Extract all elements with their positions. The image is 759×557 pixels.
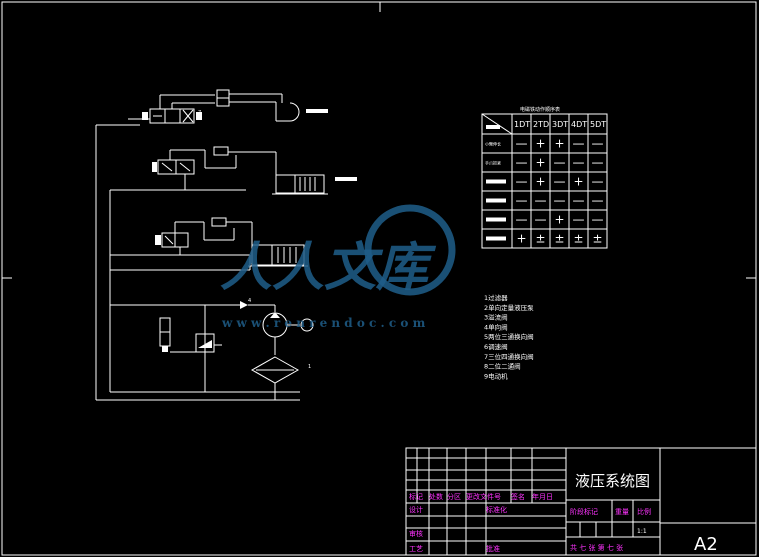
- hydraulic-cylinder-upper: [272, 174, 328, 195]
- scale-value: 1:1: [637, 528, 647, 535]
- table-cell: +: [554, 213, 564, 227]
- legend-item: 9电动机: [484, 371, 508, 380]
- label-count: 处数: [429, 492, 443, 501]
- table-header-cell: 1DT: [514, 120, 530, 129]
- legend-item: 1过滤器: [484, 293, 508, 302]
- watermark-url: w w w . r e n r e n d o c . c o m: [221, 316, 426, 330]
- legend-item: 3溢流阀: [484, 313, 508, 322]
- rotary-actuator-icon: [289, 102, 300, 122]
- table-cell: —: [573, 156, 585, 170]
- legend-item: 2单向定量液压泵: [484, 303, 534, 312]
- pump-icon: [262, 312, 314, 355]
- table-cell: +: [516, 232, 526, 246]
- table-cell: —: [516, 213, 528, 227]
- table-cell: +: [535, 137, 545, 151]
- table-header-cell: 3DT: [552, 120, 568, 129]
- directional-valve-middle: [152, 159, 195, 175]
- table-cell: —: [592, 194, 604, 208]
- watermark: 人人文库 w w w . r e n r e n d o c . c o m: [220, 204, 456, 330]
- table-cell: —: [554, 175, 566, 189]
- sheet-size: A2: [694, 534, 718, 555]
- table-row-label-mark: [486, 198, 506, 203]
- table-cell: —: [573, 213, 585, 227]
- table-cell: ±: [573, 232, 583, 246]
- legend-item: 5两位三通换向阀: [484, 332, 534, 341]
- table-row-label: 手爪抓紧: [485, 160, 501, 166]
- table-cell: ±: [554, 232, 564, 246]
- table-cell: ±: [592, 232, 602, 246]
- table-title: 电磁铁动作顺序表: [520, 106, 560, 113]
- table-cell: ±: [535, 232, 545, 246]
- table-row-label: 小臂伸长: [485, 141, 501, 147]
- table-cell: +: [573, 175, 583, 189]
- table-cell: —: [573, 194, 585, 208]
- parts-legend: 1过滤器2单向定量液压泵3溢流阀4单向阀5两位三通换向阀6调速阀7三位四通换向阀…: [484, 293, 534, 380]
- table-cell: —: [573, 137, 585, 151]
- legend-item: 4单向阀: [484, 322, 508, 331]
- label-mark: 标记: [409, 492, 423, 501]
- watermark-brand: 人人文库: [220, 237, 437, 298]
- label-scale: 比例: [637, 507, 651, 516]
- table-cell: —: [535, 194, 547, 208]
- label-standard: 标准化: [486, 505, 507, 514]
- label-review: 审核: [409, 529, 423, 538]
- legend-item: 7三位四通换向阀: [484, 352, 534, 361]
- table-cell: —: [516, 156, 528, 170]
- label-weight: 重量: [615, 508, 629, 516]
- table-cell: —: [592, 137, 604, 151]
- svg-text:4: 4: [248, 298, 251, 304]
- table-cell: —: [592, 175, 604, 189]
- hydraulic-circuit: 7 4 1: [95, 89, 357, 401]
- directional-valve-top: [128, 108, 202, 124]
- label-change-doc: 更改文件号: [466, 492, 501, 501]
- table-cell: —: [592, 156, 604, 170]
- table-cell: +: [535, 156, 545, 170]
- frame-ticks: [2, 2, 756, 279]
- label-date: 年月日: [532, 492, 553, 501]
- legend-item: 6调速阀: [484, 342, 508, 351]
- filter-icon: [250, 356, 300, 400]
- table-row-label-mark: [486, 217, 506, 222]
- table-cell: —: [516, 137, 528, 151]
- label-stage-mark: 阶段标记: [570, 507, 598, 516]
- relief-valve-icon: [195, 333, 215, 353]
- label-process: 工艺: [409, 545, 423, 553]
- table-cell: —: [535, 213, 547, 227]
- table-header-cell: 4DT: [571, 120, 587, 129]
- legend-item: 8二位二通阀: [484, 362, 521, 371]
- svg-text:7: 7: [198, 110, 201, 116]
- table-header-cell: 5DT: [590, 120, 606, 129]
- two-way-valve-icon: [159, 317, 171, 352]
- title-block: 液压系统图 A2 1:1 标记 处数 分区 更改文件号 签名 年月日 设计 标准…: [405, 447, 757, 556]
- table-cell: —: [554, 156, 566, 170]
- label-approve: 批准: [486, 544, 500, 553]
- directional-valve-lower: [155, 232, 189, 248]
- svg-text:1: 1: [308, 364, 311, 370]
- label-zone: 分区: [447, 492, 461, 501]
- drawing-title: 液压系统图: [575, 472, 650, 490]
- table-row-label-mark: [486, 179, 506, 184]
- label-design: 设计: [409, 505, 423, 514]
- table-cell: —: [516, 175, 528, 189]
- label-sheets: 共 七 张 第 七 张: [570, 543, 623, 552]
- table-cell: —: [554, 194, 566, 208]
- hydraulic-cylinder-lower: [248, 244, 308, 267]
- table-row-label-mark: [486, 236, 506, 241]
- table-cell: —: [516, 194, 528, 208]
- table-cell: +: [535, 175, 545, 189]
- table-header-cell: 2TD: [533, 120, 549, 129]
- table-cell: —: [592, 213, 604, 227]
- table-cell: +: [554, 137, 564, 151]
- label-sign: 签名: [511, 492, 525, 501]
